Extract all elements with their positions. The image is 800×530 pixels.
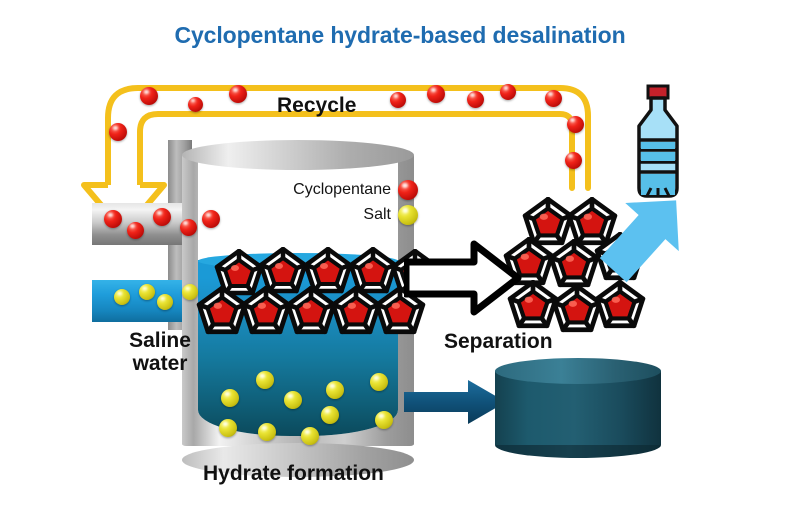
cyclopentane-sphere (544, 89, 562, 107)
cyclopentane-sphere (566, 115, 584, 133)
salt-sphere (321, 406, 339, 424)
hydrate-cage (214, 249, 264, 299)
cyclopentane-sphere (179, 218, 197, 236)
saline-water-line1: Saline (129, 329, 191, 352)
brine-disc-top (495, 358, 661, 384)
recycle-label: Recycle (277, 92, 356, 118)
salt-sphere (326, 381, 344, 399)
salt-sphere (219, 419, 237, 437)
cyclopentane-sphere (104, 210, 122, 228)
hydrate-cage (594, 280, 646, 332)
hydrate-cage (548, 239, 600, 291)
cyclopentane-sphere (126, 221, 144, 239)
hydrate-cage (566, 197, 618, 249)
vessel-bottom (182, 443, 414, 477)
cyclopentane-sphere-icon (398, 180, 418, 200)
hydrate-cage (240, 286, 292, 338)
saline-water-label: Saline water (110, 329, 210, 375)
hydrate-cage (348, 247, 398, 297)
cyclopentane-sphere (564, 151, 582, 169)
product-water-arrow (599, 200, 679, 283)
cyclopentane-sphere (427, 85, 445, 103)
hydrate-cage (258, 247, 308, 297)
legend-label-cyclopentane: Cyclopentane (293, 181, 391, 198)
cyclopentane-sphere (109, 123, 127, 141)
hydrate-cage (196, 286, 248, 338)
hydrate-cage (285, 286, 337, 338)
salt-sphere (370, 373, 388, 391)
salt-sphere (256, 371, 274, 389)
legend-item-cyclopentane: Cyclopentane (258, 180, 418, 200)
brine-outlet-arrow (404, 380, 506, 424)
cyclopentane-sphere (187, 96, 203, 112)
hydrate-cage (507, 280, 559, 332)
saline-water-line2: water (132, 351, 188, 375)
cyclopentane-sphere (390, 92, 406, 108)
recycle-text: Recycle (277, 94, 357, 117)
hydrate-formation-label: Hydrate formation (203, 462, 384, 485)
salt-sphere-icon (398, 205, 418, 225)
cyclopentane-sphere (202, 210, 220, 228)
salt-sphere (114, 289, 130, 305)
cyclopentane-sphere (500, 84, 516, 100)
salt-sphere (258, 423, 276, 441)
salt-sphere (182, 284, 198, 300)
hydrate-cage (374, 286, 426, 338)
cyclopentane-sphere (140, 87, 158, 105)
legend: Cyclopentane Salt (258, 180, 418, 230)
separation-label: Separation (444, 330, 553, 353)
legend-item-salt: Salt (258, 205, 418, 225)
salt-sphere (221, 389, 239, 407)
hydrate-cage (551, 284, 603, 336)
salt-sphere (139, 284, 155, 300)
cyclopentane-sphere (466, 90, 484, 108)
brine-collection-vessel (495, 358, 661, 458)
cyclopentane-sphere (153, 208, 171, 226)
salt-sphere (375, 411, 393, 429)
salt-sphere (157, 294, 173, 310)
salt-sphere (284, 391, 302, 409)
salt-sphere (301, 427, 319, 445)
separation-arrow (404, 240, 522, 316)
water-bottle-icon (637, 84, 679, 198)
legend-label-salt: Salt (363, 206, 391, 223)
cyclopentane-sphere (229, 85, 247, 103)
page-title: Cyclopentane hydrate-based desalination (174, 22, 626, 48)
hydrate-cage (330, 286, 382, 338)
vessel-rim (182, 140, 414, 170)
